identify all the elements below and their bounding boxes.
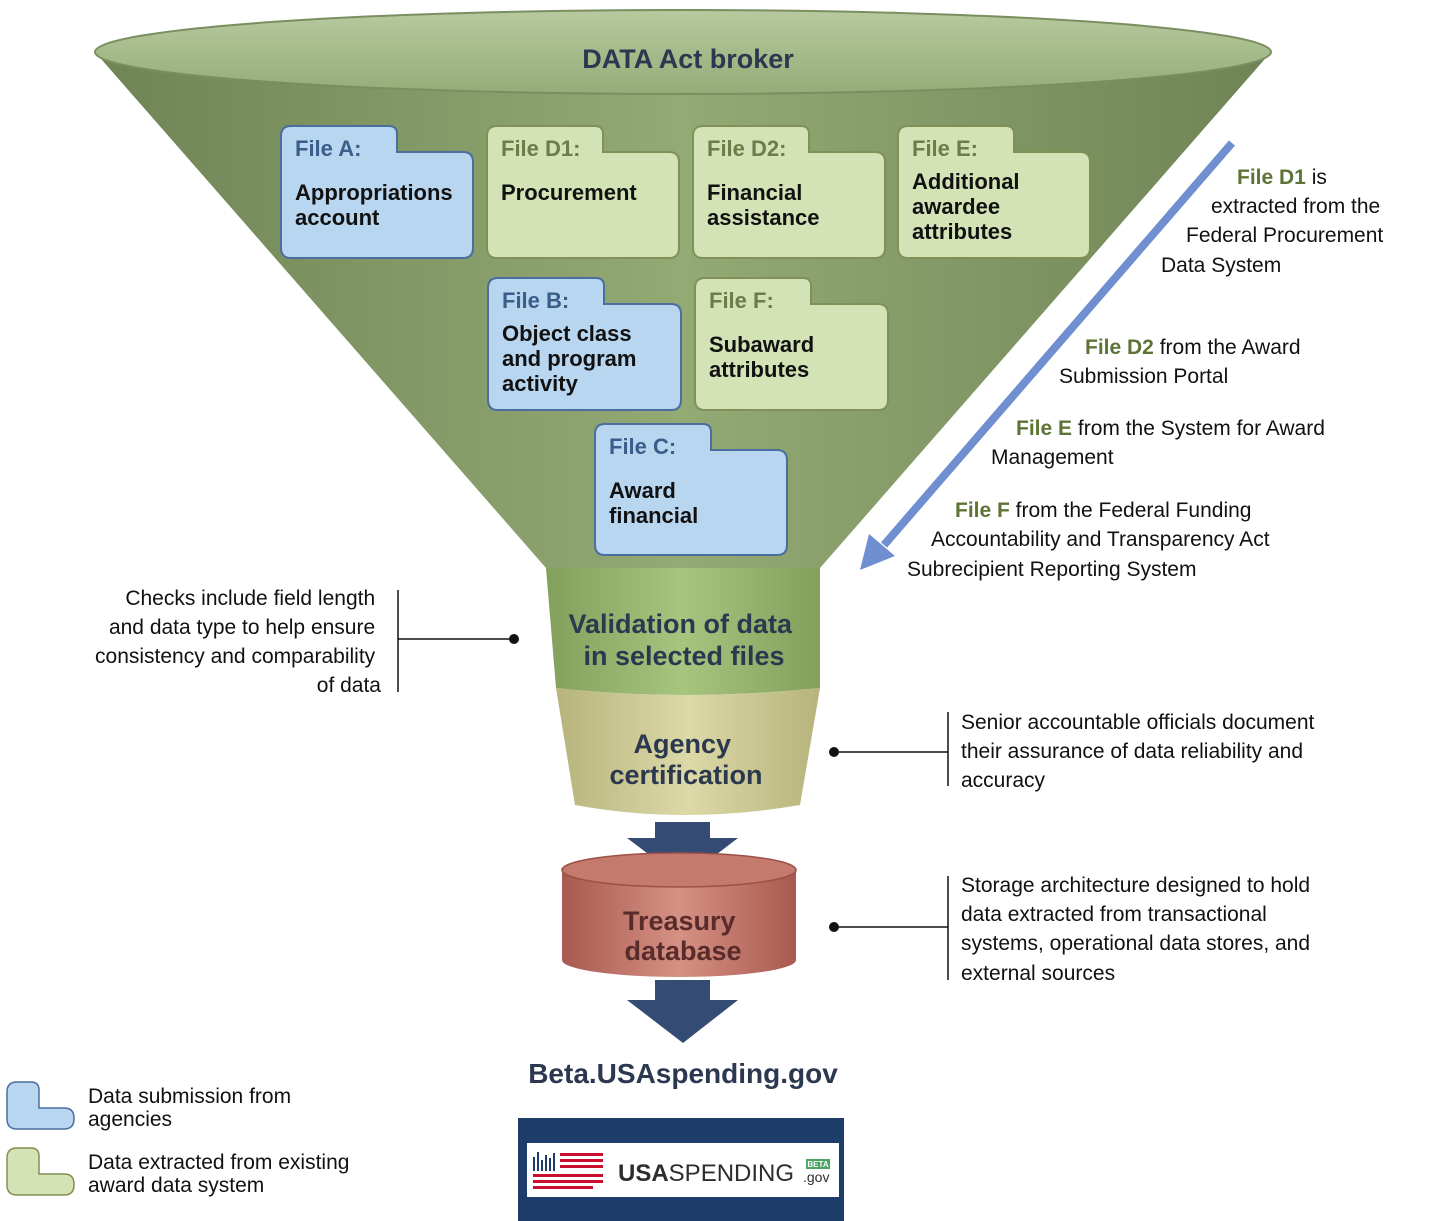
folder-icon: [486, 125, 680, 259]
folder-icon: [594, 423, 788, 556]
file-d2-title: File D2:: [707, 136, 786, 161]
legend-label: award data system: [88, 1174, 264, 1197]
file-a-label: account: [295, 205, 380, 230]
folder-icon: [897, 125, 1091, 259]
destination-label: Beta.USAspending.gov: [528, 1058, 838, 1089]
legend-folder-icon: [6, 1081, 75, 1130]
legend-label: Data submission from: [88, 1085, 291, 1108]
treasury-connector: [829, 876, 949, 980]
legend-folder-icon: [6, 1147, 75, 1196]
source-note-d2: File D2 from the Award Submission Portal: [1059, 336, 1306, 388]
file-b-label: Object class: [502, 321, 632, 346]
file-d1-folder: File D1: Procurement: [486, 125, 680, 259]
logo-beta-text: BETA: [807, 1160, 828, 1169]
logo-usa-text: USA: [618, 1160, 669, 1187]
file-a-label: Appropriations: [295, 180, 453, 205]
down-arrow-to-website: [627, 980, 738, 1043]
logo-spending-text: SPENDING: [669, 1160, 794, 1187]
source-arrow: [860, 140, 1236, 570]
certification-connector: [829, 712, 949, 786]
file-c-title: File C:: [609, 434, 676, 459]
file-b-title: File B:: [502, 288, 569, 313]
usaspending-logo: USASPENDING BETA .gov: [518, 1118, 844, 1221]
validation-note: Checks include field length and data typ…: [95, 587, 381, 697]
file-b-label: and program: [502, 346, 636, 371]
file-e-label: Additional: [912, 169, 1020, 194]
legend-label: Data extracted from existing: [88, 1151, 349, 1174]
down-arrow-to-treasury: [627, 822, 738, 880]
logo-bars-icon: [533, 1152, 603, 1189]
file-d1-title: File D1:: [501, 136, 580, 161]
validation-connector: [397, 590, 519, 692]
file-f-label: attributes: [709, 357, 809, 382]
file-d2-label: Financial: [707, 180, 802, 205]
file-a-title: File A:: [295, 136, 361, 161]
file-e-title: File E:: [912, 136, 978, 161]
file-c-label: Award: [609, 478, 676, 503]
certification-section: [556, 688, 820, 815]
certification-label: Agency certification: [609, 729, 762, 790]
treasury-label: Treasury database: [623, 906, 743, 966]
file-d1-label: Procurement: [501, 180, 637, 205]
treasury-note: Storage architecture designed to hold da…: [961, 874, 1316, 985]
file-b-label: activity: [502, 371, 579, 396]
file-e-label: awardee: [912, 194, 1000, 219]
legend-label: agencies: [88, 1108, 172, 1131]
logo-gov-text: .gov: [803, 1169, 829, 1185]
file-c-label: financial: [609, 503, 698, 528]
file-e-label: attributes: [912, 219, 1012, 244]
certification-note: Senior accountable officials document th…: [961, 711, 1320, 792]
svg-text:USASPENDING: USASPENDING: [618, 1160, 794, 1187]
funnel-title: DATA Act broker: [582, 44, 794, 74]
validation-label: Validation of data in selected files: [568, 609, 799, 671]
folder-icon: [694, 277, 889, 411]
folder-icon: [692, 125, 886, 259]
folder-icon: [487, 277, 682, 411]
source-note-f: File F from the Federal Funding Accounta…: [907, 499, 1275, 581]
validation-section: [546, 568, 820, 695]
file-d2-label: assistance: [707, 205, 820, 230]
treasury-database: Treasury database: [561, 852, 797, 977]
source-notes: File D1 is extracted from the Federal Pr…: [907, 166, 1389, 581]
source-note-d1: File D1 is extracted from the Federal Pr…: [1161, 166, 1389, 277]
source-note-e: File E from the System for Award Managem…: [991, 417, 1331, 469]
funnel-rim: [94, 9, 1272, 95]
file-f-label: Subaward: [709, 332, 814, 357]
folder-icon: [280, 125, 474, 259]
file-f-title: File F:: [709, 288, 774, 313]
